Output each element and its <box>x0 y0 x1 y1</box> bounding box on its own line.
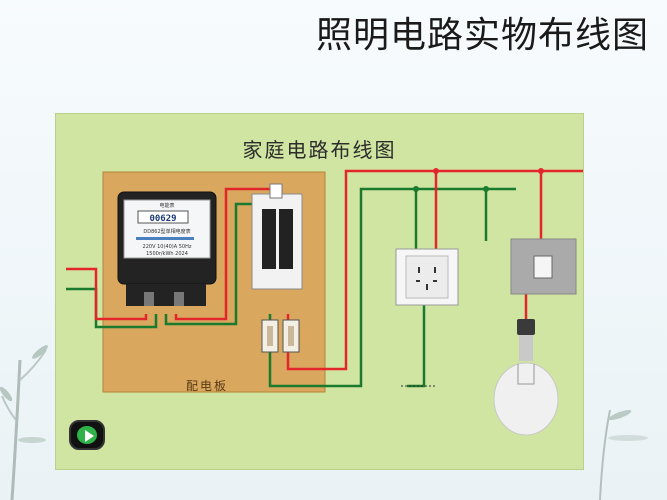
meter-spec-1: 220V 10(40)A 50Hz <box>143 244 192 250</box>
meter-reading: 00629 <box>149 214 176 224</box>
bamboo-decoration-right <box>599 409 648 500</box>
diagram-panel: 家庭电路布线图 <box>55 113 584 470</box>
junction-dots <box>413 168 544 192</box>
play-icon <box>85 430 94 442</box>
bamboo-decoration-left <box>0 345 48 500</box>
power-socket[interactable] <box>395 248 459 306</box>
meter-model: DD862型单相电度表 <box>143 228 190 235</box>
wall-switch[interactable] <box>510 238 577 295</box>
slide-title: 照明电路实物布线图 <box>315 15 649 56</box>
meter-brand: 电能表 <box>159 202 174 209</box>
play-button[interactable] <box>69 420 105 450</box>
meter-spec-2: 1500r/kWh 2024 <box>146 251 188 257</box>
knife-switch[interactable] <box>251 183 303 290</box>
neutral-wires <box>66 187 516 388</box>
fuse-left <box>261 319 279 353</box>
wiring-diagram: 00629 DD862型单相电度表 220V 10(40)A 50Hz 1500… <box>66 168 583 436</box>
electric-meter <box>117 191 217 306</box>
fuse-right <box>282 319 300 353</box>
board-label: 配电板 <box>186 379 229 393</box>
diagram-title: 家庭电路布线图 <box>242 138 397 162</box>
light-bulb <box>493 319 559 436</box>
